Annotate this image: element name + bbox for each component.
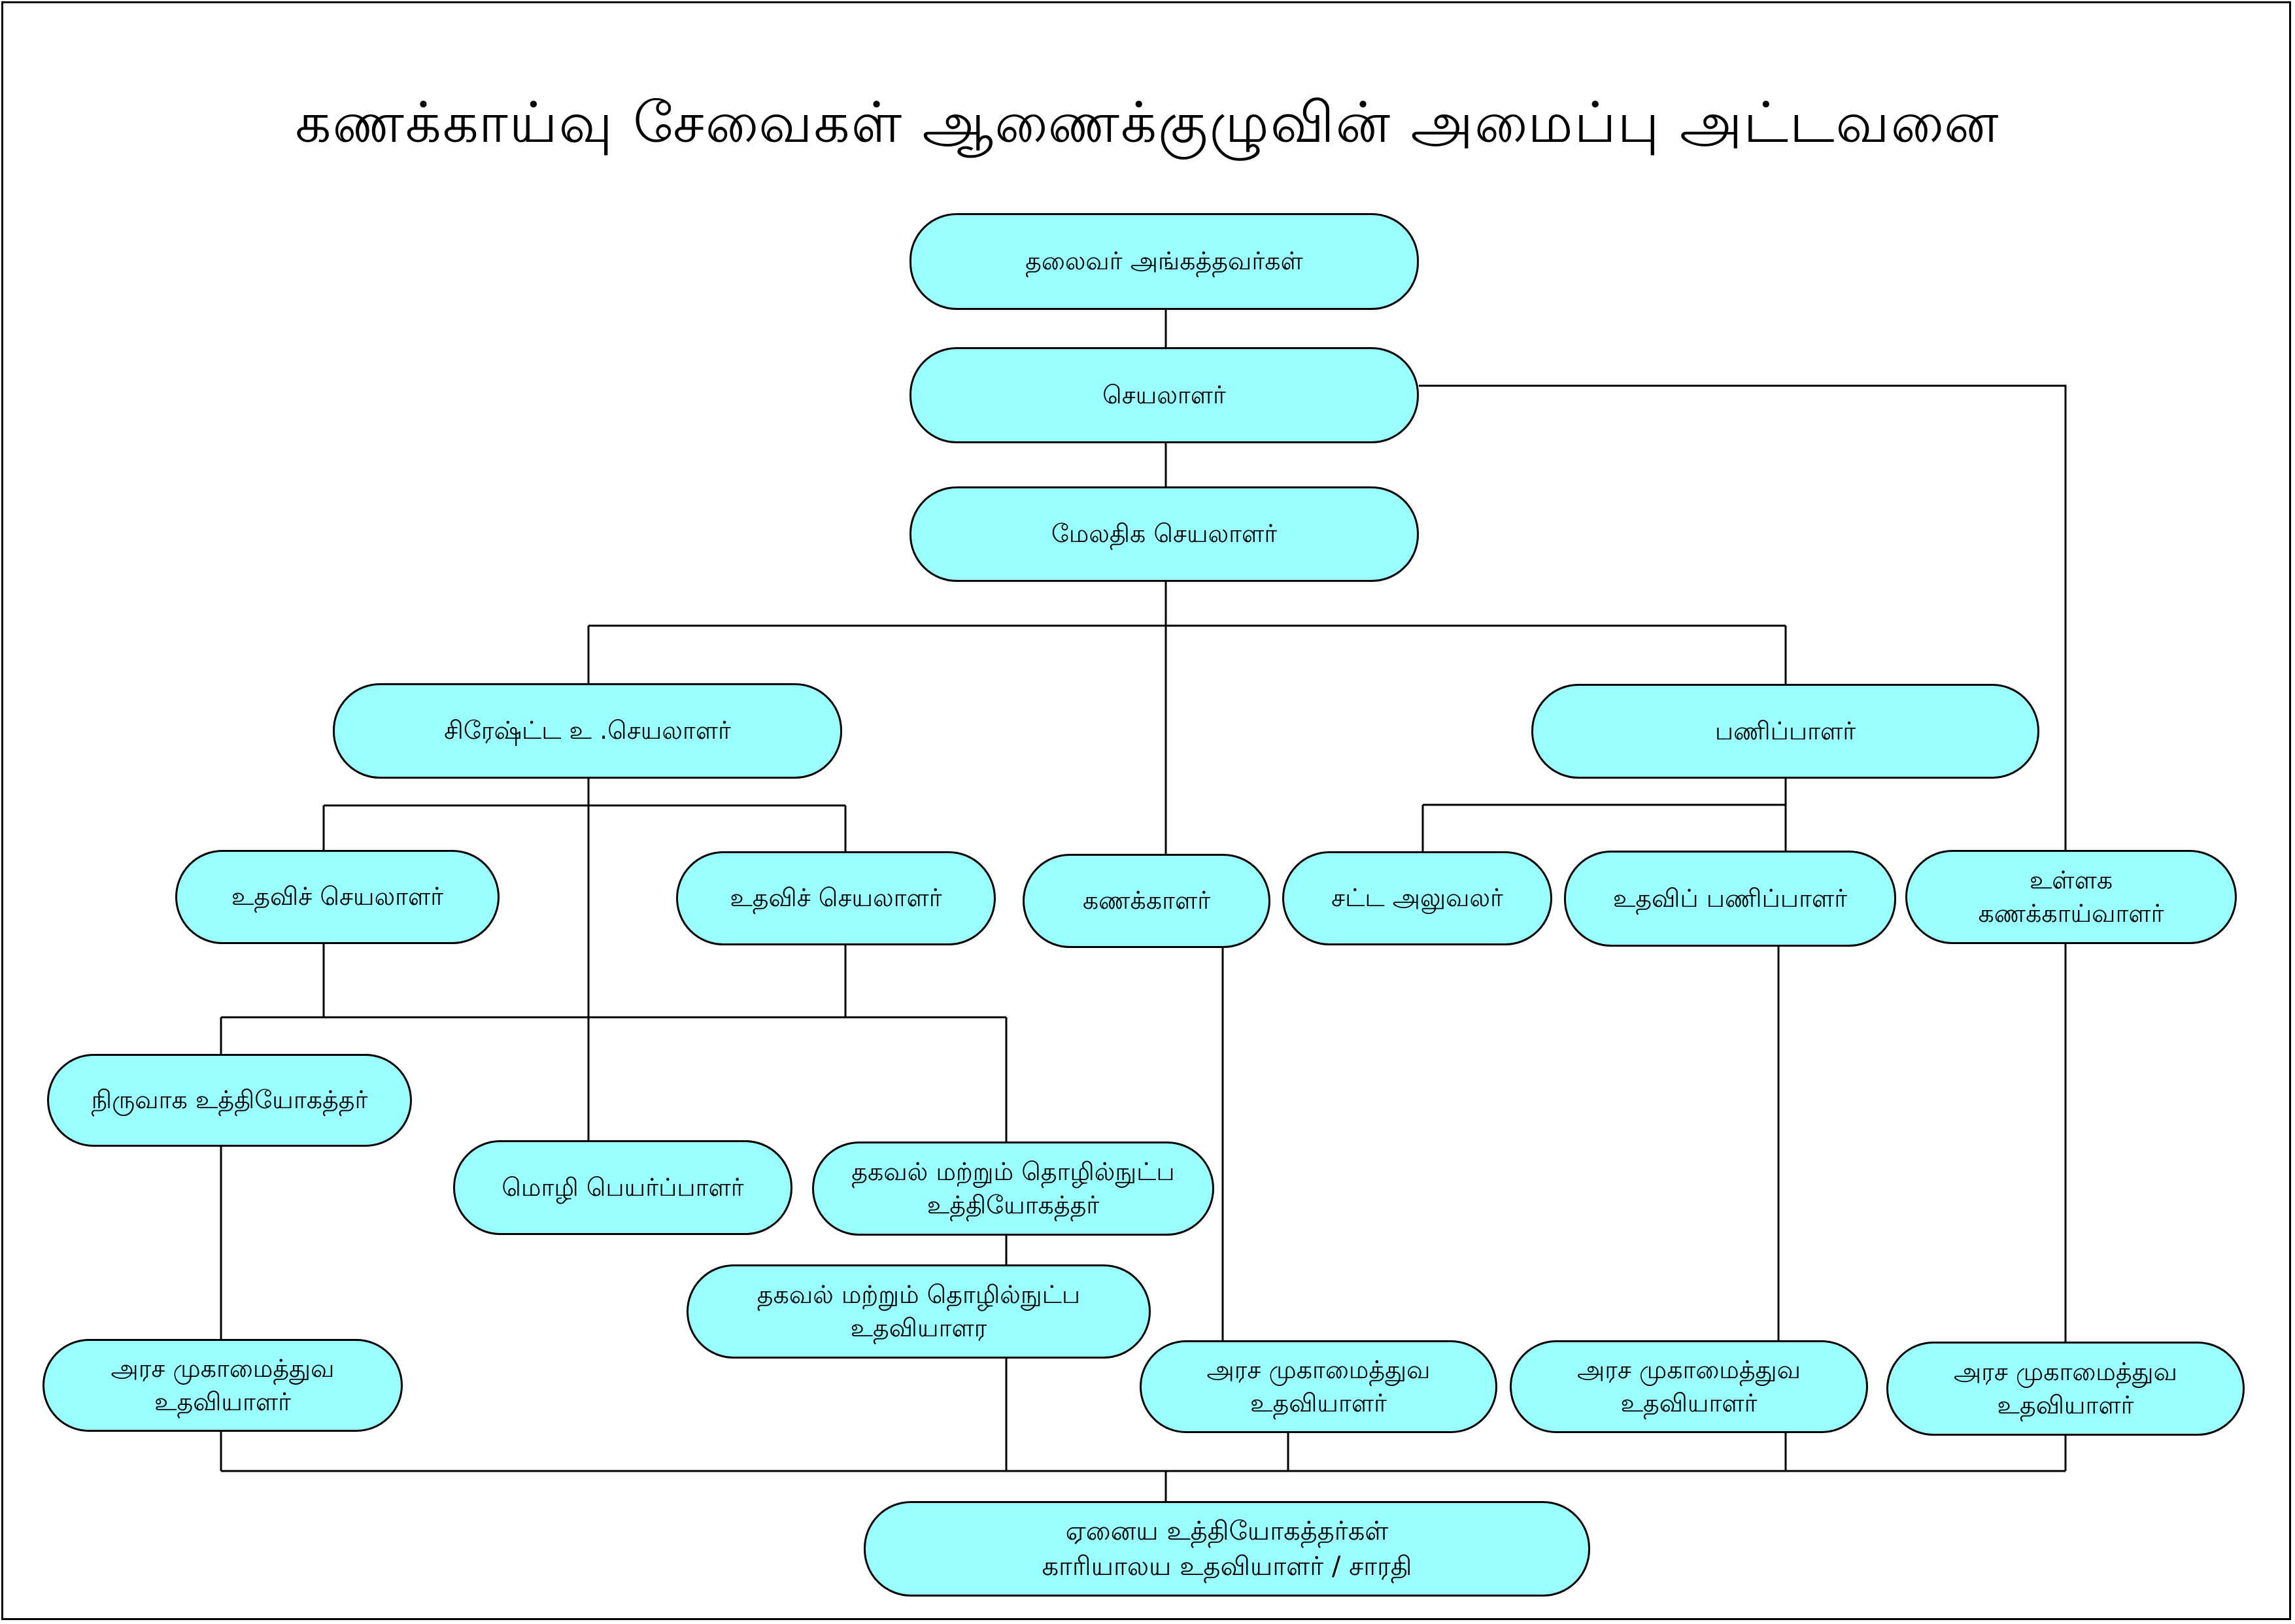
node-management-assistant-4: அரச முகாமைத்துவ உதவியாளர் <box>1886 1342 2245 1436</box>
node-management-assistant-1: அரச முகாமைத்துவ உதவியாளர் <box>42 1339 403 1432</box>
node-assistant-secretary-2: உதவிச் செயலாளர் <box>676 851 996 945</box>
node-translator: மொழி பெயர்ப்பாளர் <box>453 1140 792 1235</box>
node-management-assistant-3: அரச முகாமைத்துவ உதவியாளர் <box>1510 1340 1868 1433</box>
node-administrative-officer: நிருவாக உத்தியோகத்தர் <box>47 1054 412 1147</box>
node-assistant-director: உதவிப் பணிப்பாளர் <box>1564 851 1896 947</box>
node-it-officer: தகவல் மற்றும் தொழில்நுட்ப உத்தியோகத்தர் <box>812 1142 1214 1236</box>
node-additional-secretary: மேலதிக செயலாளர் <box>910 486 1419 582</box>
node-other-staff: ஏனைய உத்தியோகத்தர்கள் காரியாலய உதவியாளர்… <box>864 1501 1590 1597</box>
node-legal-officer: சட்ட அலுவலர் <box>1282 851 1552 945</box>
node-assistant-secretary-1: உதவிச் செயலாளர் <box>175 850 500 944</box>
connector <box>1419 384 2067 850</box>
node-it-assistant: தகவல் மற்றும் தொழில்நுட்ப உதவியாளர <box>687 1264 1151 1359</box>
node-internal-auditor: உள்ளக கணக்காய்வாளர் <box>1905 850 2237 944</box>
node-management-assistant-2: அரச முகாமைத்துவ உதவியாளர் <box>1140 1340 1497 1433</box>
node-senior-assistant-secretary: சிரேஷ்ட்ட உ .செயலாளர் <box>333 683 842 779</box>
node-secretary: செயலாளர் <box>910 347 1419 443</box>
node-director: பணிப்பாளர் <box>1531 684 2039 779</box>
node-members: தலைவர் அங்கத்தவர்கள் <box>910 213 1419 310</box>
chart-title: கணக்காய்வு சேவைகள் ஆணைக்குழுவின் அமைப்பு… <box>295 90 2000 156</box>
node-accountant: கணக்காளர் <box>1023 854 1270 948</box>
